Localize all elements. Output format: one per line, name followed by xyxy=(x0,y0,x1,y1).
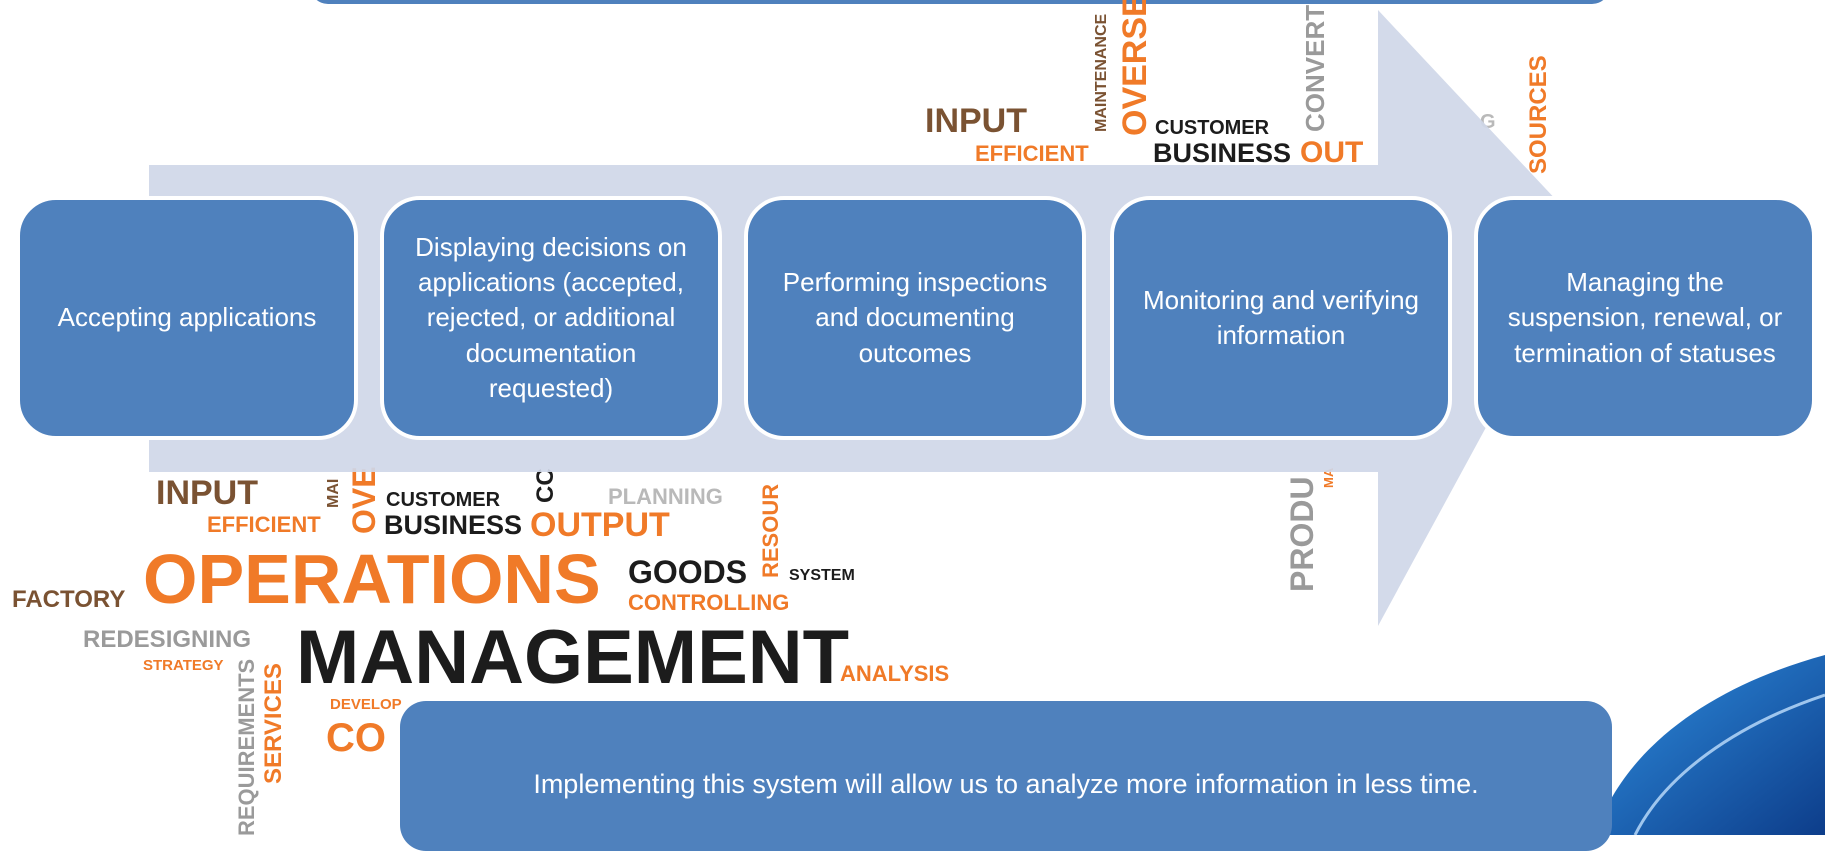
step-label: Monitoring and verifying information xyxy=(1142,284,1420,350)
wc-word: CONTROLLING xyxy=(628,590,790,615)
wc-word: CUSTOMER xyxy=(386,489,501,511)
wc-word: EFFICIENT xyxy=(975,141,1089,166)
step-box-4: Monitoring and verifying information xyxy=(1110,196,1452,440)
step-label: Accepting applications xyxy=(57,302,317,333)
step-box-1: Accepting applications xyxy=(16,196,358,440)
step-box-2: Displaying decisions on applications (ac… xyxy=(380,196,722,440)
step-label: Managing the suspension, renewal, or ter… xyxy=(1507,267,1783,368)
step-label: Performing inspections and documenting o… xyxy=(782,267,1048,368)
corner-swoosh xyxy=(1595,655,1825,835)
top-banner xyxy=(310,0,1610,4)
wc-word: DEVELOP xyxy=(330,696,402,713)
wc-word: EFFICIENT xyxy=(207,512,321,537)
corner-swoosh-shape xyxy=(1595,655,1825,835)
wc-word: OUTPUT xyxy=(530,506,670,544)
step-label: Displaying decisions on applications (ac… xyxy=(415,232,687,403)
step-box-5: Managing the suspension, renewal, or ter… xyxy=(1474,196,1816,440)
wc-word: INPUT xyxy=(925,102,1027,140)
wc-word: BUSINESS xyxy=(384,510,523,540)
wc-word: OUT xyxy=(1300,136,1364,169)
wc-word: OPERATIONS xyxy=(143,540,601,618)
conclusion-box: Implementing this system will allow us t… xyxy=(400,701,1612,851)
wc-word: GOODS xyxy=(628,554,748,590)
wc-word: CUSTOMER xyxy=(1155,117,1270,139)
wc-word: ANALYSIS xyxy=(840,661,950,686)
wc-word: CO xyxy=(326,716,386,760)
conclusion-text: Implementing this system will allow us t… xyxy=(533,769,1479,799)
wc-word: MANAGEMENT xyxy=(296,615,850,700)
wc-word: REDESIGNING xyxy=(83,626,252,653)
wc-word: STRATEGY xyxy=(143,657,224,674)
wc-word: BUSINESS xyxy=(1153,138,1292,168)
wc-word: INPUT xyxy=(156,474,258,512)
wc-word: FACTORY xyxy=(12,586,126,613)
wc-word: SYSTEM xyxy=(789,567,855,584)
wc-word: PLANNING xyxy=(608,484,723,509)
step-box-3: Performing inspections and documenting o… xyxy=(744,196,1086,440)
